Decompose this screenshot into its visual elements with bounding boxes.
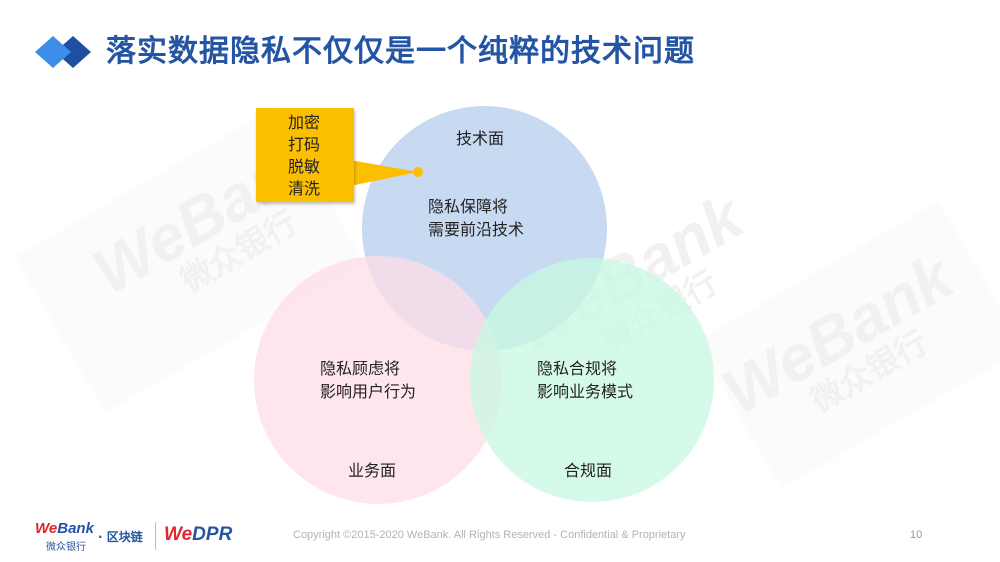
callout-line: 脱敏	[288, 157, 321, 176]
callout-box: 加密 打码 脱敏 清洗	[256, 108, 354, 202]
business-desc-line2: 影响用户行为	[320, 382, 417, 401]
webank-logo: WeBank	[35, 520, 94, 537]
wedpr-logo: WeDPR	[164, 524, 233, 545]
callout-line: 加密	[288, 113, 321, 132]
compliance-desc-line1: 隐私合规将	[537, 359, 618, 378]
business-desc-line1: 隐私顾虑将	[320, 359, 401, 378]
diamond-logo-icon	[35, 36, 91, 68]
tech-title: 技术面	[456, 129, 505, 148]
copyright-text: Copyright ©2015-2020 WeBank. All Rights …	[293, 529, 686, 541]
watermark-panel	[696, 201, 1000, 489]
compliance-title: 合规面	[564, 461, 613, 480]
compliance-desc-line2: 影响业务模式	[537, 382, 634, 401]
webank-logo-cn: 微众银行	[46, 542, 86, 553]
business-title: 业务面	[348, 461, 397, 480]
tech-desc-line1: 隐私保障将	[428, 197, 509, 216]
slide-title: 落实数据隐私不仅仅是一个纯粹的技术问题	[106, 34, 695, 69]
blockchain-label: · 区块链	[98, 530, 143, 544]
page-number: 10	[910, 529, 923, 541]
footer-divider	[155, 522, 156, 550]
tech-desc-line2: 需要前沿技术	[428, 220, 525, 239]
callout-line: 打码	[288, 135, 321, 154]
venn-circle-compliance	[470, 258, 714, 502]
callout-line: 清洗	[288, 179, 321, 198]
venn-circle-business	[254, 256, 502, 504]
